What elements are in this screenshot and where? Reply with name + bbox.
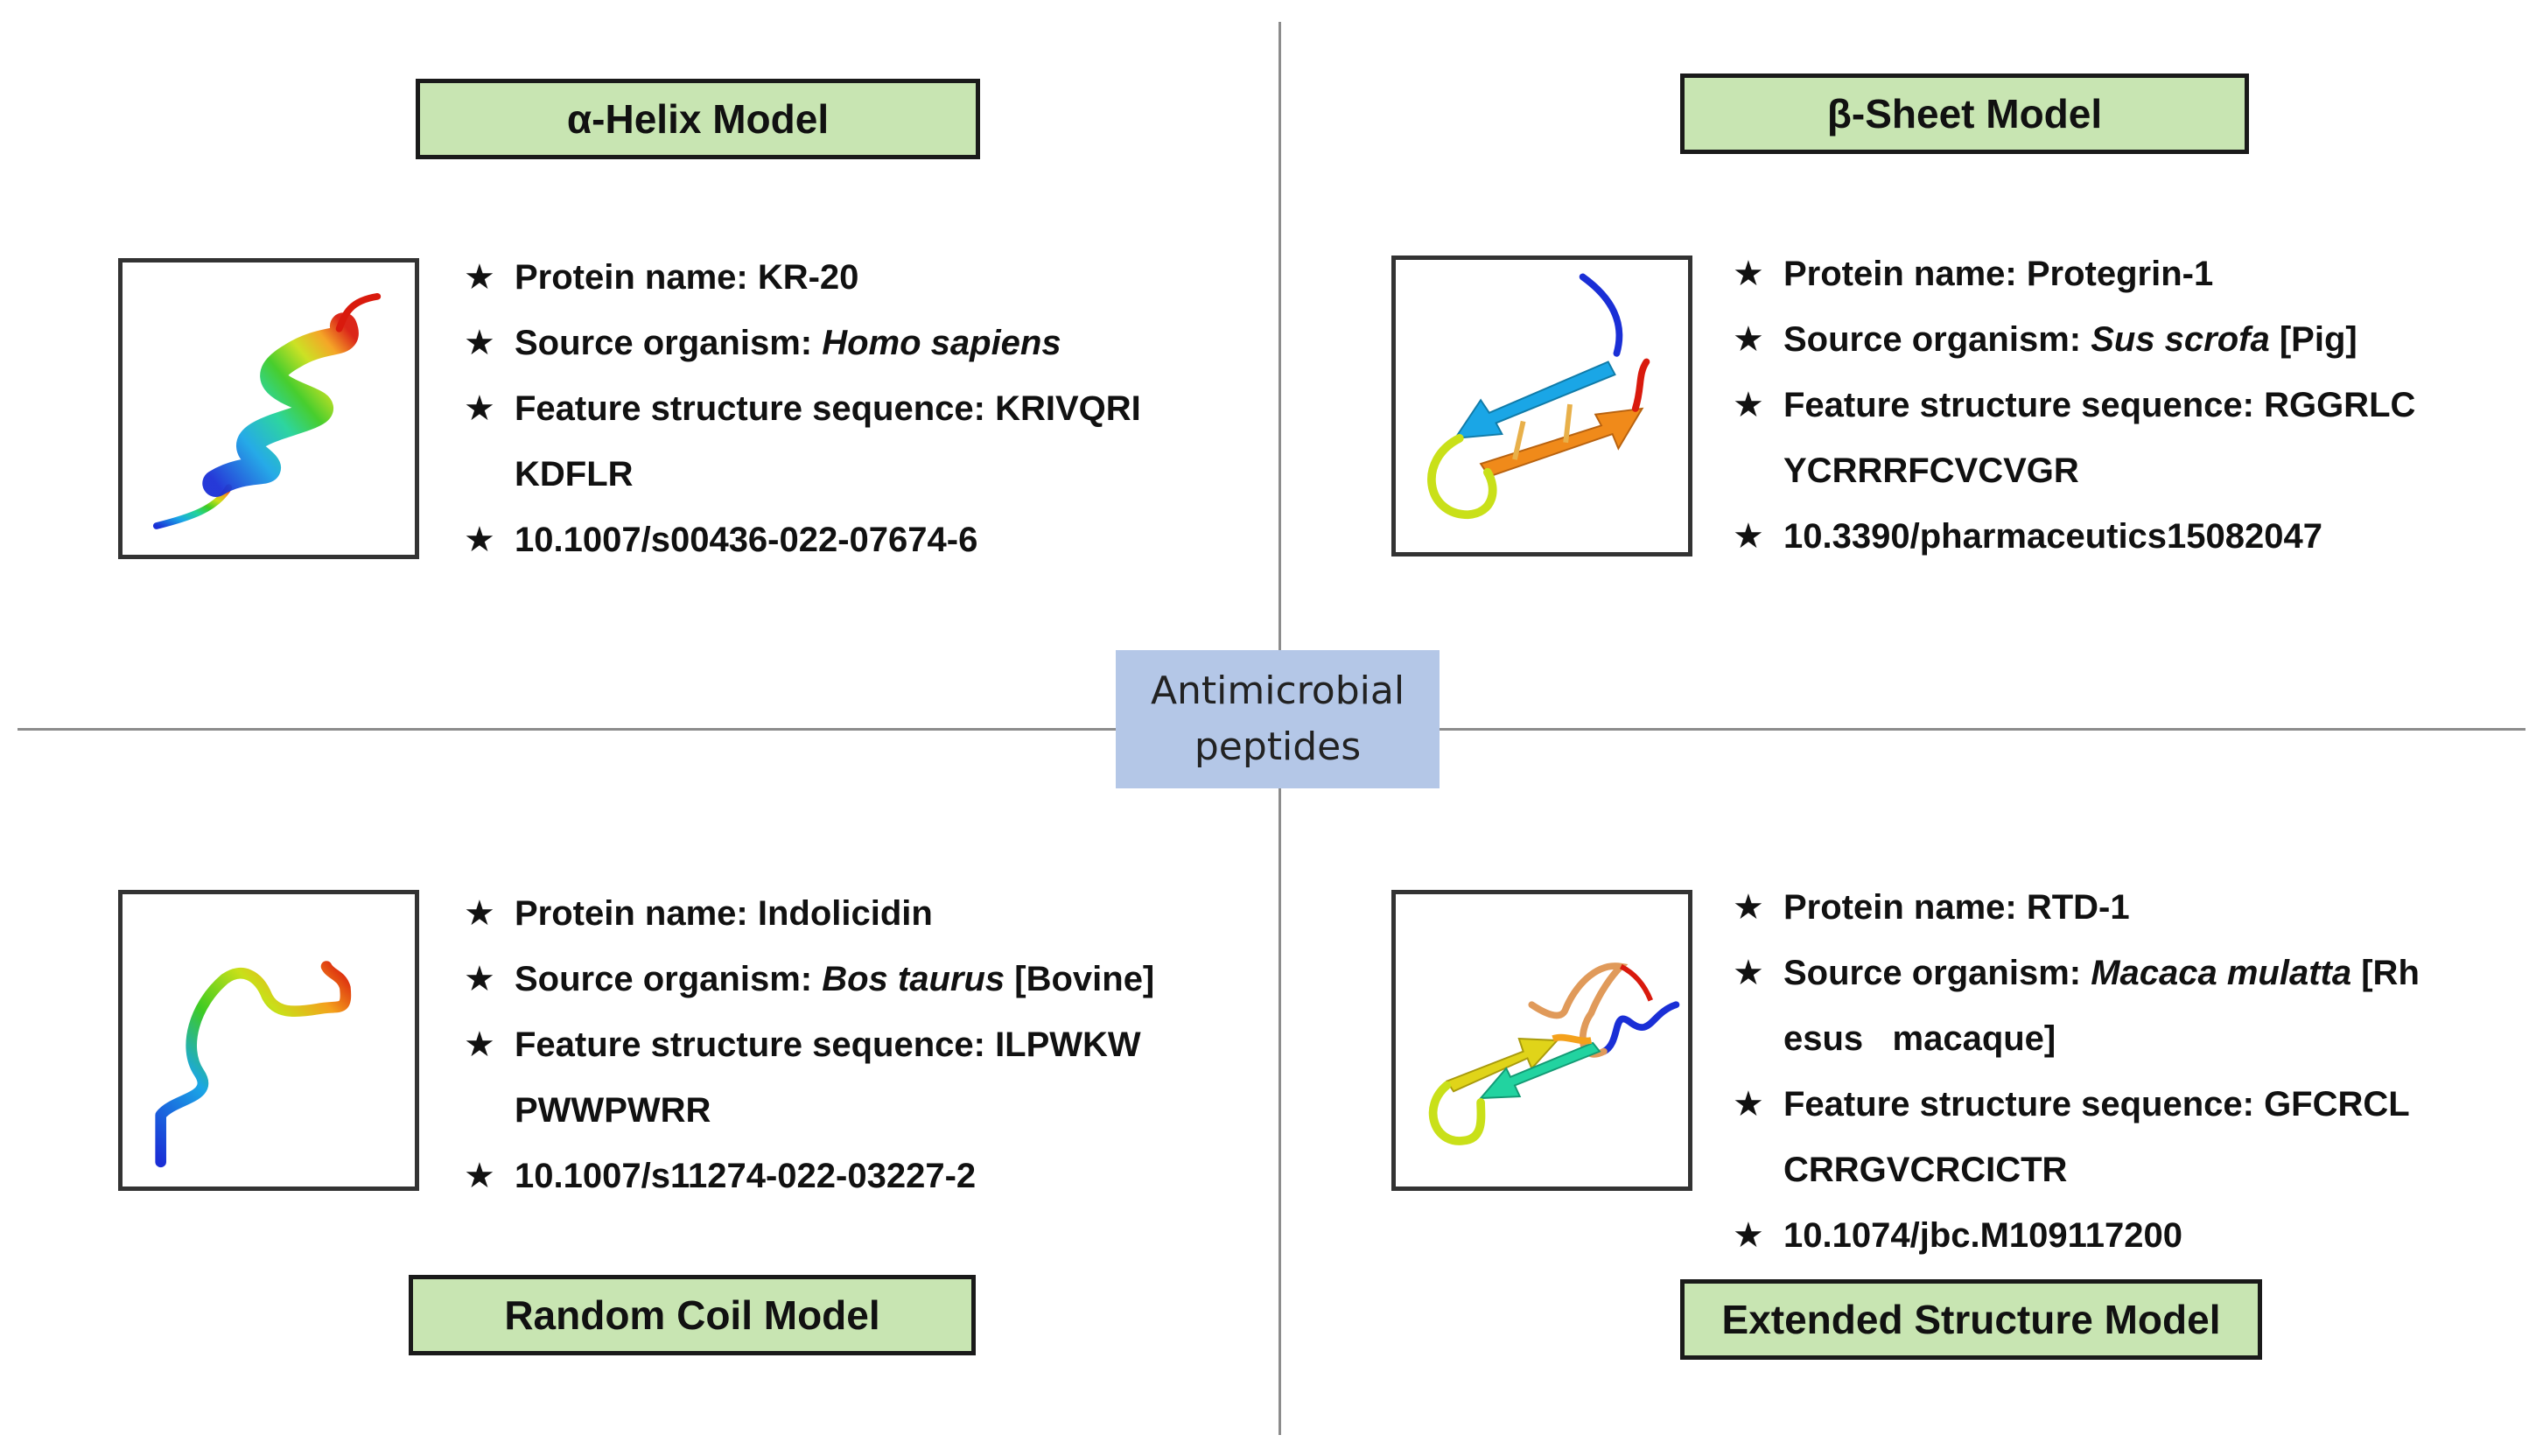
protein-name-text: Protein name: Indolicidin	[515, 894, 933, 933]
random-coil-info: ★ Protein name: Indolicidin ★ Source organ…	[464, 881, 1154, 1209]
info-line: ★ 10.1074/jbc.M109117200	[1733, 1203, 2420, 1269]
star-bullet-icon: ★	[1733, 517, 1764, 556]
alpha-helix-title: α-Helix Model	[416, 79, 980, 159]
organism-extra-text: [Rh	[2351, 954, 2420, 992]
info-line: ★ Feature structure sequence: GFCRCL	[1733, 1072, 2420, 1138]
doi-text: 10.1007/s00436-022-07674-6	[515, 521, 978, 559]
info-line: ★ Source organism: Macaca mulatta [Rh	[1733, 941, 2420, 1006]
info-line: ★ 10.1007/s11274-022-03227-2	[464, 1144, 1154, 1209]
info-line: PWWPWRR	[464, 1078, 1154, 1144]
star-bullet-icon: ★	[1733, 888, 1764, 927]
doi-text: 10.1074/jbc.M109117200	[1783, 1216, 2182, 1255]
organism-name-text: Homo sapiens	[822, 324, 1061, 362]
star-bullet-icon: ★	[464, 258, 495, 297]
info-line: ★ Protein name: RTD-1	[1733, 875, 2420, 941]
info-line: KDFLR	[464, 442, 1141, 508]
info-line: ★ Feature structure sequence: ILPWKW	[464, 1012, 1154, 1078]
sequence-text: Feature structure sequence: ILPWKW	[515, 1026, 1141, 1064]
extended-ribbon-icon	[1428, 962, 1680, 1145]
organism-name-text: Sus scrofa	[2091, 320, 2270, 359]
info-line: ★ Protein name: KR-20	[464, 245, 1141, 311]
star-bullet-icon: ★	[464, 1157, 495, 1195]
info-line: ★ 10.1007/s00436-022-07674-6	[464, 508, 1141, 573]
protein-name-text: Protein name: Protegrin-1	[1783, 255, 2214, 293]
sequence-text: Feature structure sequence: GFCRCL	[1783, 1085, 2410, 1124]
sequence-continuation-text: PWWPWRR	[515, 1091, 711, 1130]
extended-structure-info: ★ Protein name: RTD-1 ★ Source organism: M…	[1733, 875, 2420, 1269]
alpha-helix-info: ★ Protein name: KR-20 ★ Source organism: H…	[464, 245, 1141, 573]
random-coil-structure-image	[118, 890, 419, 1191]
protein-name-text: Protein name: RTD-1	[1783, 888, 2130, 927]
doi-text: 10.3390/pharmaceutics15082047	[1783, 517, 2323, 556]
star-bullet-icon: ★	[464, 521, 495, 559]
sequence-continuation-text: YCRRRFCVCVGR	[1783, 452, 2079, 490]
organism-label-text: Source organism:	[1783, 320, 2091, 359]
doi-text: 10.1007/s11274-022-03227-2	[515, 1157, 977, 1195]
info-line: ★ Protein name: Protegrin-1	[1733, 242, 2415, 307]
info-line: ★ Feature structure sequence: KRIVQRI	[464, 376, 1141, 442]
star-bullet-icon: ★	[464, 894, 495, 933]
info-line: ★ Source organism: Bos taurus [Bovine]	[464, 947, 1154, 1012]
center-label-box: Antimicrobial peptides	[1116, 650, 1440, 788]
center-label-line1: Antimicrobial	[1150, 668, 1405, 713]
star-bullet-icon: ★	[464, 1026, 495, 1064]
random-coil-title: Random Coil Model	[409, 1275, 976, 1355]
organism-label-text: Source organism:	[515, 960, 823, 998]
organism-extra-text: [Pig]	[2269, 320, 2357, 359]
helix-ribbon-icon	[152, 292, 382, 529]
star-bullet-icon: ★	[1733, 386, 1764, 424]
star-bullet-icon: ★	[464, 389, 495, 428]
organism-label-text: Source organism:	[515, 324, 823, 362]
beta-sheet-ribbon-icon	[1427, 273, 1650, 520]
organism-continuation-text: esus macaque]	[1783, 1019, 2056, 1058]
star-bullet-icon: ★	[1733, 255, 1764, 293]
organism-name-text: Bos taurus	[822, 960, 1005, 998]
organism-extra-text: [Bovine]	[1005, 960, 1155, 998]
sequence-continuation-text: CRRGVCRCICTR	[1783, 1151, 2068, 1189]
extended-structure-title: Extended Structure Model	[1680, 1279, 2262, 1360]
info-line: ★ 10.3390/pharmaceutics15082047	[1733, 504, 2415, 570]
info-line: ★ Source organism: Sus scrofa [Pig]	[1733, 307, 2415, 373]
star-bullet-icon: ★	[1733, 1216, 1764, 1255]
info-line: esus macaque]	[1733, 1006, 2420, 1072]
protein-name-text: Protein name: KR-20	[515, 258, 859, 297]
info-line: ★ Protein name: Indolicidin	[464, 881, 1154, 947]
star-bullet-icon: ★	[1733, 954, 1764, 992]
info-line: ★ Feature structure sequence: RGGRLC	[1733, 373, 2415, 438]
beta-sheet-title: β-Sheet Model	[1680, 74, 2249, 154]
alpha-helix-structure-image	[118, 258, 419, 559]
beta-sheet-structure-image	[1391, 256, 1692, 556]
star-bullet-icon: ★	[1733, 1085, 1764, 1124]
star-bullet-icon: ★	[464, 960, 495, 998]
info-line: CRRGVCRCICTR	[1733, 1138, 2420, 1203]
star-bullet-icon: ★	[464, 324, 495, 362]
beta-sheet-info: ★ Protein name: Protegrin-1 ★ Source organ…	[1733, 242, 2415, 570]
random-coil-ribbon-icon	[155, 961, 352, 1168]
sequence-text: Feature structure sequence: RGGRLC	[1783, 386, 2416, 424]
sequence-continuation-text: KDFLR	[515, 455, 634, 494]
organism-label-text: Source organism:	[1783, 954, 2091, 992]
info-line: ★ Source organism: Homo sapiens	[464, 311, 1141, 376]
organism-name-text: Macaca mulatta	[2091, 954, 2352, 992]
sequence-text: Feature structure sequence: KRIVQRI	[515, 389, 1141, 428]
star-bullet-icon: ★	[1733, 320, 1764, 359]
info-line: YCRRRFCVCVGR	[1733, 438, 2415, 504]
center-label-line2: peptides	[1194, 724, 1362, 769]
extended-structure-image	[1391, 890, 1692, 1191]
